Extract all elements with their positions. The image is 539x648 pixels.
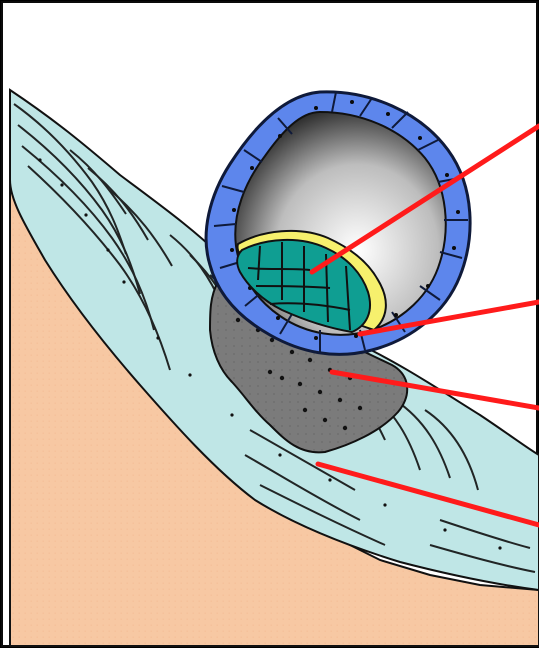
diagram-canvas <box>0 0 539 648</box>
implantation-diagram <box>0 0 539 648</box>
